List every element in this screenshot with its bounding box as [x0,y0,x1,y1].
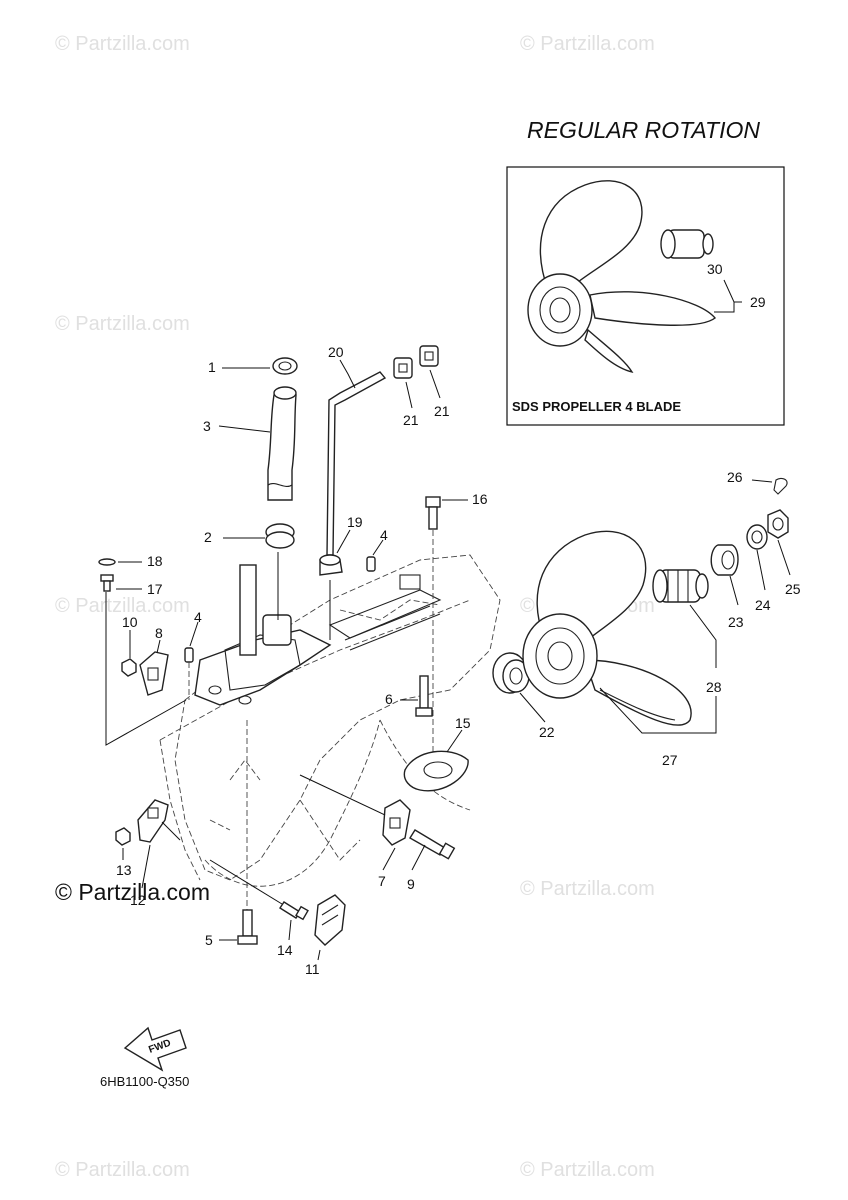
watermark-text: © Partzilla.com [55,1159,190,1181]
watermark-text: © Partzilla.com [520,33,655,55]
anode-bolt [409,829,447,856]
hex-nut [115,827,131,846]
bolt-head [425,496,441,508]
water-tube [267,394,297,501]
callout-10: 10 [122,614,138,630]
cotter-pin [773,477,788,495]
bolt [279,901,301,919]
watermark-text: © Partzilla.com [520,1159,655,1181]
callout-8: 8 [155,625,163,641]
callout-26: 26 [727,469,743,485]
callout-5: 5 [205,932,213,948]
hex-nut [121,658,137,677]
watermark-text: © Partzilla.com [55,33,190,55]
trim-bracket [137,799,169,843]
propeller-blade [584,328,634,374]
callout-20: 20 [328,344,344,360]
fwd-arrow-icon [123,1026,187,1072]
callout-27: 27 [662,752,678,768]
propeller-blade [589,291,716,326]
watermark-text: © Partzilla.com [55,313,190,335]
callout-7: 7 [378,873,386,889]
propeller-blade [539,180,643,291]
callout-19: 19 [347,514,363,530]
rubber-clip [419,345,439,367]
callout-3: 3 [203,418,211,434]
callout-16: 16 [472,491,488,507]
bolt-shank [242,909,253,937]
callout-24: 24 [755,597,771,613]
inset-label: SDS PROPELLER 4 BLADE [512,399,681,414]
spline-insert-end [660,229,676,259]
grommet [272,357,298,375]
callout-30: 30 [707,261,723,277]
callout-25: 25 [785,581,801,597]
dowel-pin [184,647,194,663]
watermark-main: © Partzilla.com [55,879,210,905]
callout-14: 14 [277,942,293,958]
watermark-text: © Partzilla.com [520,878,655,900]
propeller-inset: 30 29 SDS PROPELLER 4 BLADE [506,166,785,426]
callout-17: 17 [147,581,163,597]
callout-28: 28 [706,679,722,695]
propeller-hub [527,273,593,347]
anode-block [382,799,411,846]
leader-line [714,302,735,313]
callout-2: 2 [204,529,212,545]
callout-21a: 21 [403,412,419,428]
castle-nut [767,509,789,539]
lower-casing [159,554,501,887]
propeller-hub-bore [539,286,581,334]
propeller-assembly [522,530,692,726]
callout-22: 22 [539,724,555,740]
propeller-hub-bore [535,627,585,685]
callout-15: 15 [455,715,471,731]
callout-4b: 4 [194,609,202,625]
propeller-hub [522,613,598,699]
callout-12: 12 [130,892,146,908]
washer [746,524,768,550]
drive-shaft [239,564,257,656]
bolt-head [237,935,258,945]
trim-tab-anode [403,750,469,792]
driveshaft-seal-housing [262,614,292,646]
propeller-blade [584,659,692,726]
callout-11: 11 [305,961,320,977]
o-ring [98,558,116,566]
propeller-hub-bore [547,641,573,671]
callout-6: 6 [385,691,393,707]
callout-9: 9 [407,876,415,892]
fwd-arrow: FWD [123,1026,187,1072]
page-title: REGULAR ROTATION [527,117,760,143]
callout-23: 23 [728,614,744,630]
grease-plug [100,574,114,582]
callout-21b: 21 [434,403,450,419]
bolt-shank [419,675,429,709]
rubber-clip [393,357,413,379]
watermark-text: © Partzilla.com [55,595,190,617]
spline-insert-end [702,233,714,255]
callout-13: 13 [116,862,132,878]
bolt-head [415,707,433,717]
propeller-hub-bore [549,297,571,323]
callout-29: 29 [750,294,766,310]
callout-4a: 4 [380,527,388,543]
bolt-shank [428,506,438,530]
callout-18: 18 [147,553,163,569]
dowel-pin [366,556,376,572]
diagram-code: 6HB1100-Q350 [100,1074,189,1089]
callout-1: 1 [208,359,216,375]
trim-bracket [139,651,169,696]
